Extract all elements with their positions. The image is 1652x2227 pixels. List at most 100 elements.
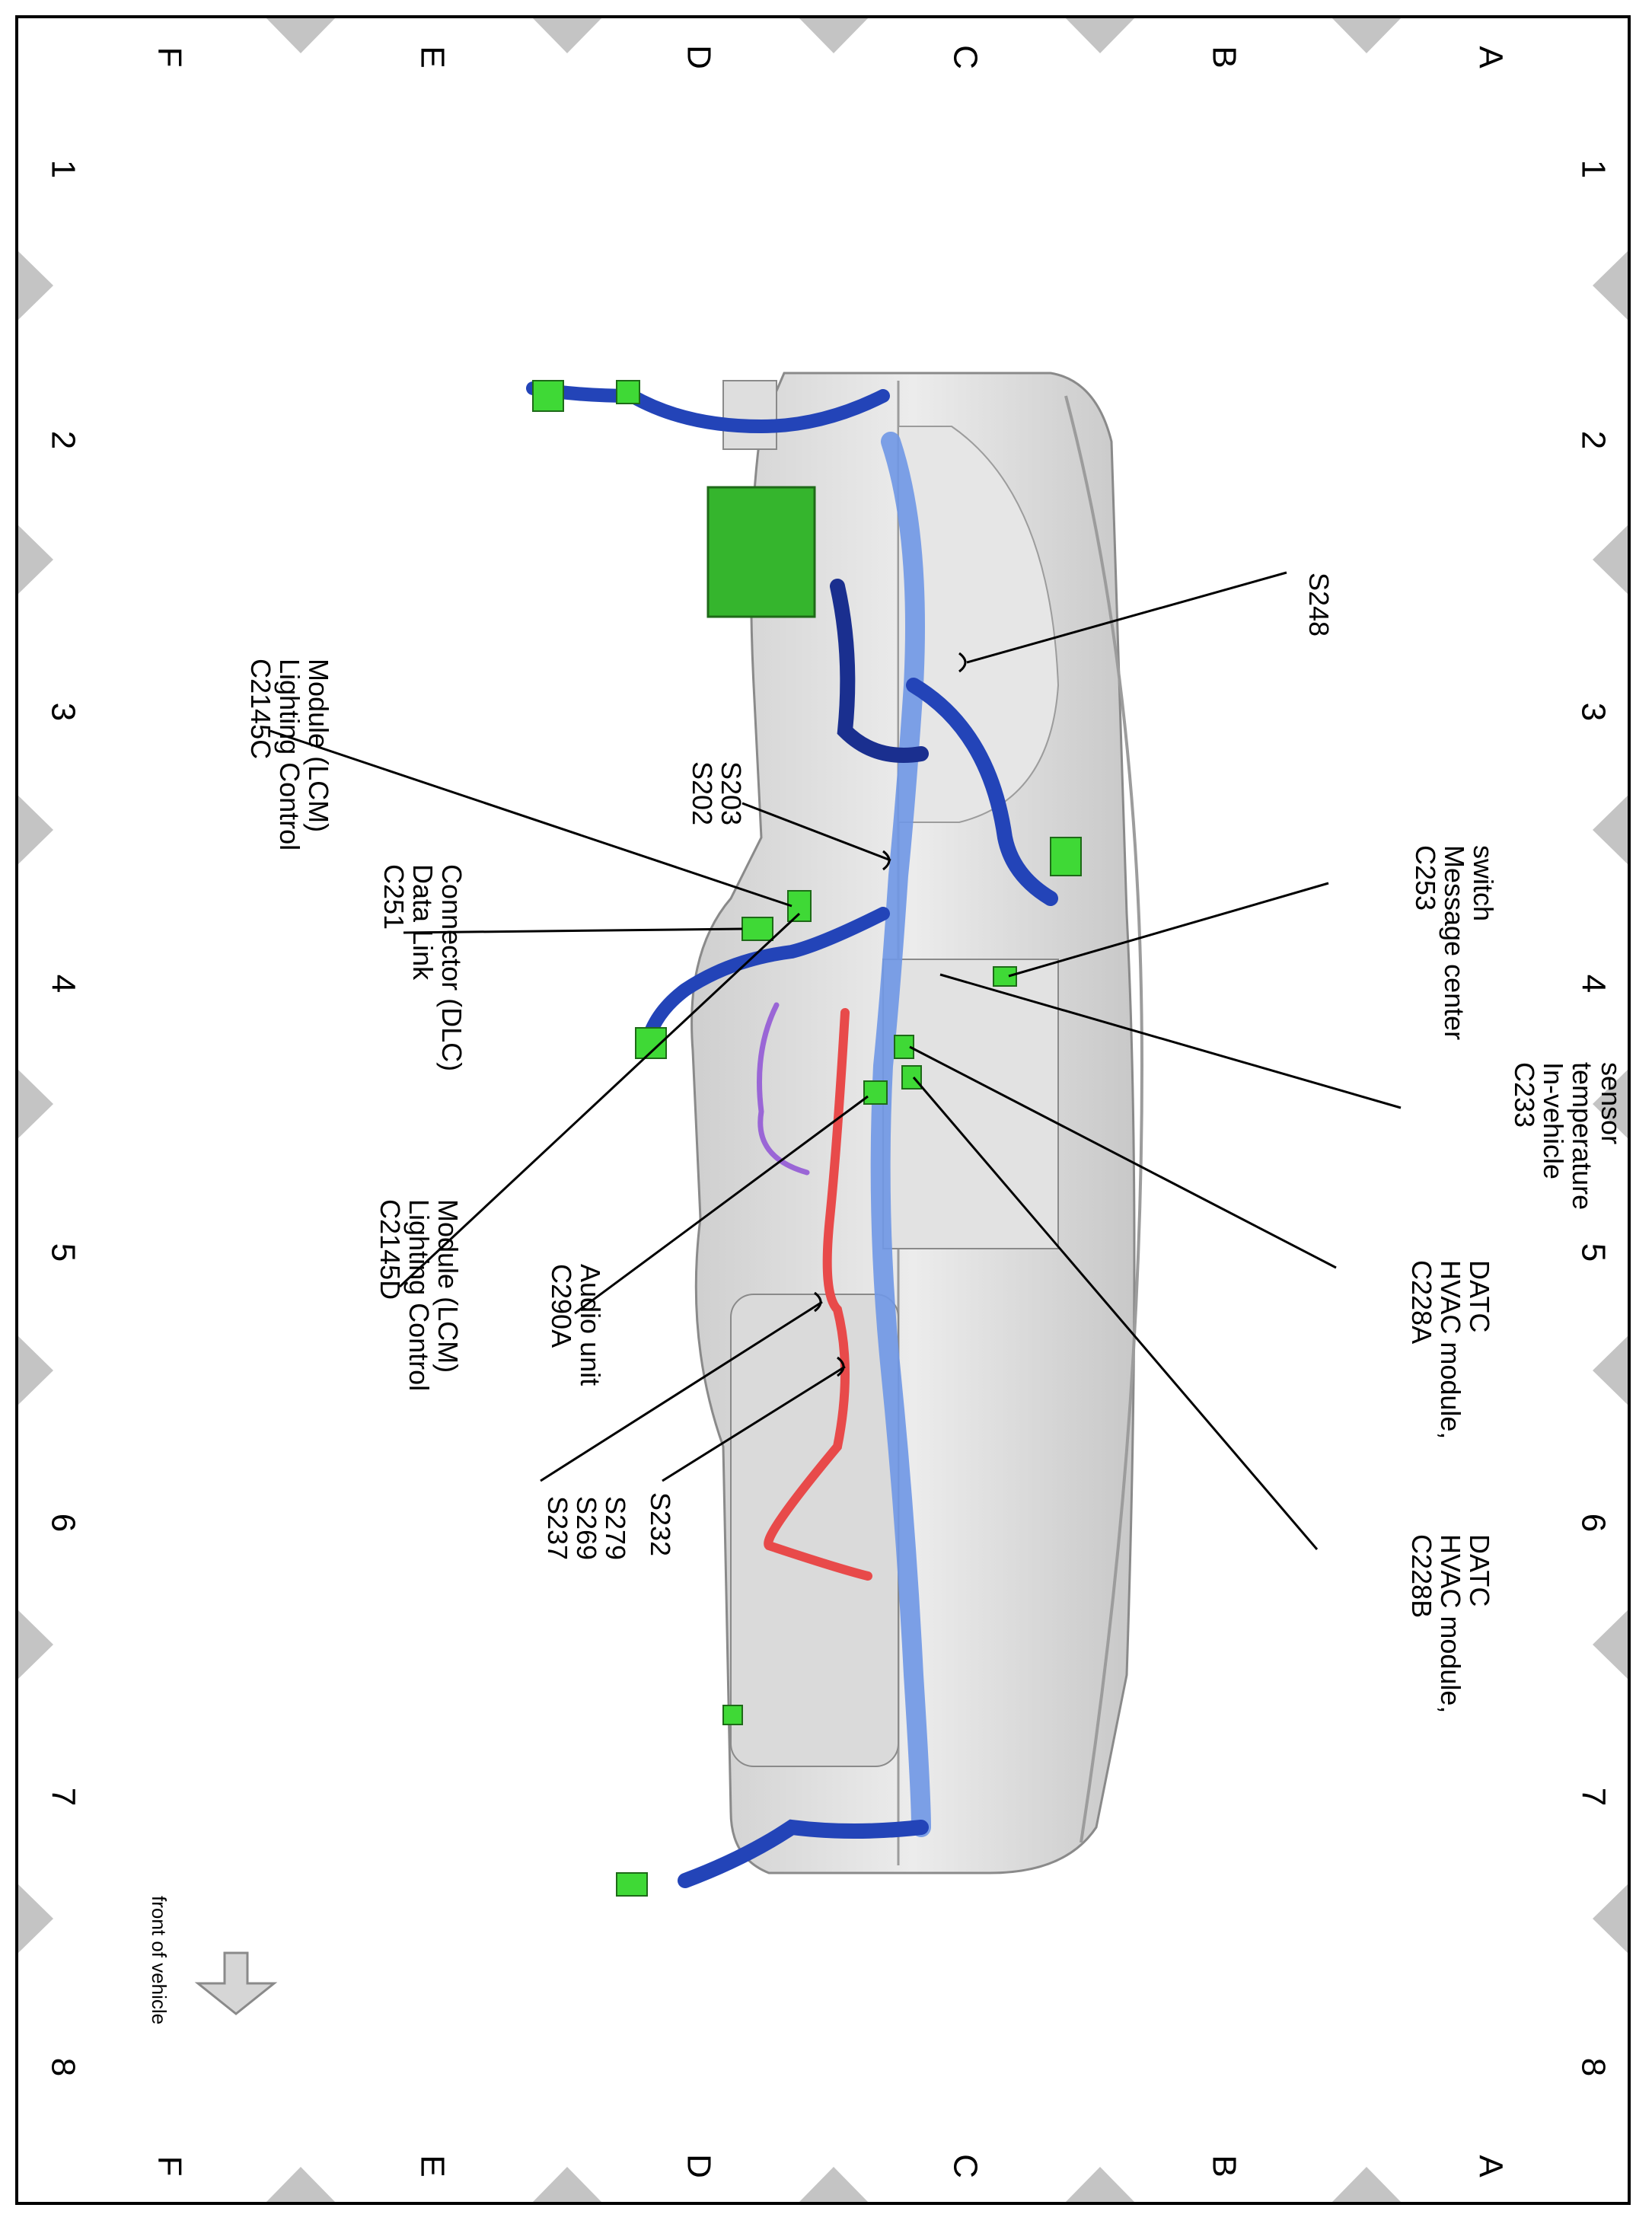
leader-c228b bbox=[912, 1077, 1319, 1550]
splice-tick-s202 bbox=[882, 850, 891, 871]
grid-number-right-2: 2 bbox=[1574, 431, 1612, 449]
center-stack-panel bbox=[882, 959, 1059, 1249]
grid-marker-top-1 bbox=[533, 18, 601, 53]
instrument-panel-dash-top bbox=[1064, 395, 1144, 1843]
connector-c2145c bbox=[787, 890, 812, 922]
grid-marker-right-6 bbox=[1593, 1884, 1628, 1953]
grid-number-right-6: 6 bbox=[1574, 1514, 1612, 1532]
label-c228a: C228AHVAC module,DATC bbox=[1406, 1260, 1495, 1439]
label-s202: S202S203 bbox=[687, 761, 747, 825]
grid-marker-top-0 bbox=[266, 18, 335, 53]
grid-number-left-2: 2 bbox=[44, 431, 81, 449]
connector-upper-large bbox=[1050, 837, 1082, 876]
label-c251: C251Data LinkConnector (DLC) bbox=[378, 864, 467, 1071]
callout-splice-ticks bbox=[814, 652, 967, 1377]
grid-letter-top-B: B bbox=[1205, 46, 1242, 68]
leader-c228a bbox=[909, 1045, 1337, 1269]
grid-marker-right-5 bbox=[1593, 1610, 1628, 1679]
grid-letter-bottom-A: A bbox=[1472, 2155, 1509, 2178]
label-c2145c: C2145CLighting ControlModule (LCM) bbox=[245, 659, 334, 850]
grid-letter-top-C: C bbox=[946, 45, 984, 69]
grid-letter-bottom-F: F bbox=[151, 2156, 188, 2177]
grid-marker-right-4 bbox=[1593, 1336, 1628, 1405]
leader-s202 bbox=[741, 802, 891, 862]
connector-right-top bbox=[722, 1705, 743, 1725]
grid-marker-bottom-1 bbox=[533, 2167, 601, 2202]
label-c290a: C290AAudio unit bbox=[546, 1264, 606, 1386]
grid-letter-top-E: E bbox=[413, 46, 451, 68]
connector-right-end bbox=[616, 1872, 648, 1897]
grid-number-left-5: 5 bbox=[44, 1243, 81, 1262]
label-c228b: C228BHVAC module,DATC bbox=[1406, 1534, 1495, 1713]
grid-letter-bottom-E: E bbox=[413, 2155, 451, 2177]
harness-dlc-branch bbox=[640, 907, 890, 1050]
grid-number-left-7: 7 bbox=[44, 1788, 81, 1806]
leader-c290a bbox=[574, 1095, 869, 1315]
connector-c290a bbox=[863, 1080, 888, 1105]
leader-c251 bbox=[403, 927, 743, 934]
grid-number-left-6: 6 bbox=[44, 1514, 81, 1532]
leader-c233 bbox=[939, 973, 1402, 1109]
callout-lines bbox=[269, 571, 1402, 1550]
label-s237: S237S269S279 bbox=[542, 1496, 631, 1560]
grid-marker-bottom-0 bbox=[266, 2167, 335, 2202]
grid-number-left-4: 4 bbox=[44, 975, 81, 993]
front-of-vehicle-indicator: front of vehicle bbox=[148, 1896, 278, 2024]
grid-letter-top-A: A bbox=[1472, 46, 1509, 69]
grid-marker-left-4 bbox=[18, 1336, 53, 1405]
grid-marker-left-2 bbox=[18, 796, 53, 864]
grid-number-left-8: 8 bbox=[44, 2058, 81, 2076]
grid-markers bbox=[18, 18, 1628, 2202]
grid-letter-bottom-C: C bbox=[946, 2154, 984, 2178]
grid-marker-right-3 bbox=[1593, 1070, 1628, 1138]
grid-marker-right-0 bbox=[1593, 251, 1628, 320]
splice-tick-s232 bbox=[837, 1356, 845, 1377]
connector-left-end-2 bbox=[616, 380, 640, 404]
grid-letter-top-F: F bbox=[151, 47, 188, 68]
grid-number-left-3: 3 bbox=[44, 703, 81, 721]
grid-number-right-8: 8 bbox=[1574, 2058, 1612, 2076]
grid-marker-right-2 bbox=[1593, 796, 1628, 864]
grid-marker-left-6 bbox=[18, 1884, 53, 1953]
grid-marker-top-4 bbox=[1332, 18, 1401, 53]
grid-marker-top-2 bbox=[799, 18, 868, 53]
grid-marker-top-3 bbox=[1066, 18, 1134, 53]
front-of-vehicle-label: front of vehicle bbox=[148, 1896, 171, 2024]
label-c2145d: C2145DLighting ControlModule (LCM) bbox=[375, 1199, 464, 1391]
callout-labels: S248 C253Message centerswitch C233In-veh… bbox=[245, 573, 1627, 1713]
connector-c253 bbox=[993, 966, 1017, 987]
leader-s232 bbox=[662, 1365, 846, 1482]
grid-number-right-3: 3 bbox=[1574, 703, 1612, 721]
harness-right-branch bbox=[678, 1819, 929, 1888]
leader-s248 bbox=[966, 571, 1287, 664]
label-c253: C253Message centerswitch bbox=[1410, 845, 1499, 1040]
grid-marker-left-5 bbox=[18, 1610, 53, 1679]
grid-letter-bottom-D: D bbox=[680, 2154, 717, 2178]
grid-letter-top-D: D bbox=[680, 45, 717, 69]
grid-number-right-7: 7 bbox=[1574, 1788, 1612, 1806]
grid-number-right-5: 5 bbox=[1574, 1243, 1612, 1262]
diagram-frame bbox=[15, 15, 1631, 2205]
leader-c2145c bbox=[269, 729, 793, 908]
fuse-box bbox=[706, 486, 816, 618]
leader-c253 bbox=[1008, 882, 1329, 978]
harness-dark-loop bbox=[830, 579, 929, 763]
label-s232: S232 bbox=[645, 1492, 676, 1556]
label-c233: C233In-vehicletemperaturesensor bbox=[1509, 1062, 1627, 1210]
harness-purple-branch bbox=[757, 1002, 810, 1176]
instrument-panel-cluster-hood bbox=[898, 426, 1060, 823]
splice-tick-s237 bbox=[814, 1291, 822, 1313]
grid-marker-left-1 bbox=[18, 525, 53, 594]
leader-c2145d bbox=[398, 912, 801, 1288]
connector-c251 bbox=[741, 917, 773, 941]
harness-red-branch bbox=[764, 1008, 872, 1581]
grid-marker-left-0 bbox=[18, 251, 53, 320]
grid-marker-bottom-3 bbox=[1066, 2167, 1134, 2202]
grid-marker-right-1 bbox=[1593, 525, 1628, 594]
grid-marker-bottom-2 bbox=[799, 2167, 868, 2202]
front-arrow-icon bbox=[194, 1951, 278, 2015]
grid-marker-left-3 bbox=[18, 1070, 53, 1138]
leader-s237 bbox=[540, 1300, 823, 1482]
